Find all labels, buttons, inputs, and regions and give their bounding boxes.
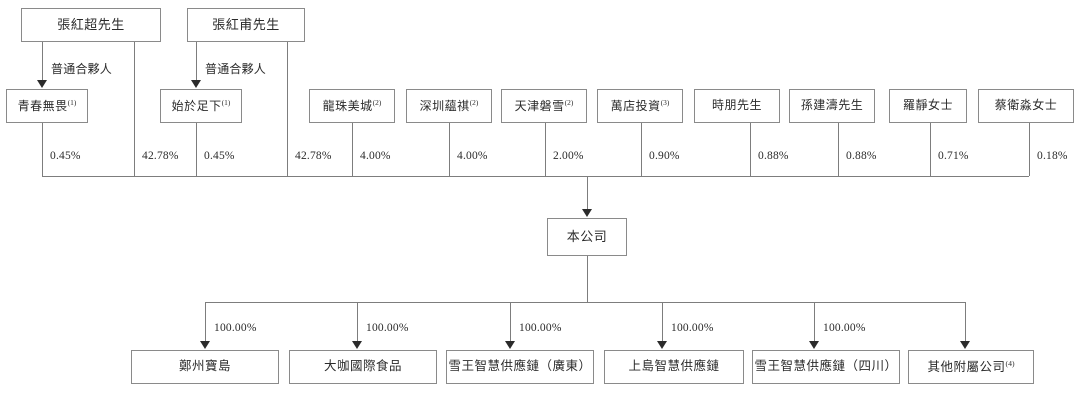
shareholder-box-qingchun-wuwei-label: 青春無畏(1) xyxy=(17,97,77,113)
shareholder-percent-shi-peng: 0.88% xyxy=(758,150,789,162)
shareholder-box-tianjin-panxue[interactable]: 天津磐雪(2) xyxy=(501,89,587,123)
shareholder-percent-shiyu-zuxia: 0.45% xyxy=(204,150,235,162)
partner-connector-zhang-hongfu xyxy=(196,42,197,81)
subsidiary-box-shangdao-supply-chain-label: 上島智慧供應鏈 xyxy=(628,359,720,374)
company-outbound-connector xyxy=(587,256,588,302)
partner-connector-zhang-hongchao xyxy=(42,42,43,81)
shareholder-percent-zhang-hongchao-direct: 42.78% xyxy=(142,150,179,162)
subsidiary-connector-xuewang-sichuan xyxy=(814,302,815,342)
shareholder-percent-cai-weimiao: 0.18% xyxy=(1037,150,1068,162)
shareholder-box-wandian-touzi-label: 萬店投資(3) xyxy=(610,97,670,113)
shareholder-box-shiyu-zuxia-label: 始於足下(1) xyxy=(171,97,231,113)
shareholder-box-shiyu-zuxia[interactable]: 始於足下(1) xyxy=(160,89,242,123)
founder-box-zhang-hongfu[interactable]: 張紅甫先生 xyxy=(187,8,305,42)
shareholder-connector-sun-jiantao xyxy=(838,123,839,176)
subsidiary-arrow-daka-international-food xyxy=(352,341,362,349)
subsidiary-percent-daka-international-food: 100.00% xyxy=(366,322,409,334)
shareholder-percent-sun-jiantao: 0.88% xyxy=(846,150,877,162)
company-box-label: 本公司 xyxy=(566,228,608,244)
shareholder-connector-shi-peng xyxy=(750,123,751,176)
company-inbound-connector xyxy=(587,176,588,210)
direct-holding-connector-zhang-hongfu xyxy=(287,42,288,176)
shareholder-box-tianjin-panxue-label: 天津磐雪(2) xyxy=(514,97,574,113)
shareholder-connector-qingchun-wuwei xyxy=(42,123,43,176)
subsidiary-connector-xuewang-guangdong xyxy=(510,302,511,342)
shareholder-box-wandian-touzi-footnote: (3) xyxy=(660,97,670,107)
subsidiary-connector-other-subsidiaries xyxy=(965,302,966,342)
subsidiary-box-xuewang-guangdong[interactable]: 雪王智慧供應鏈（廣東） xyxy=(446,350,594,384)
subsidiary-bus-line xyxy=(205,302,965,303)
shareholder-box-wandian-touzi[interactable]: 萬店投資(3) xyxy=(597,89,683,123)
shareholder-percent-zhang-hongfu-direct: 42.78% xyxy=(295,150,332,162)
subsidiary-arrow-xuewang-guangdong xyxy=(505,341,515,349)
subsidiary-box-daka-international-food[interactable]: 大咖國際食品 xyxy=(289,350,437,384)
partner-arrow-zhang-hongchao xyxy=(37,80,47,88)
shareholder-box-luo-jing[interactable]: 羅靜女士 xyxy=(889,89,967,123)
subsidiary-box-daka-international-food-label: 大咖國際食品 xyxy=(323,359,402,374)
shareholder-box-shi-peng[interactable]: 時朋先生 xyxy=(694,89,780,123)
shareholder-box-qingchun-wuwei-footnote: (1) xyxy=(67,97,77,107)
shareholder-box-shenzhen-yunqi-footnote: (2) xyxy=(469,97,479,107)
shareholder-box-luo-jing-label: 羅靜女士 xyxy=(902,98,953,113)
subsidiary-box-xuewang-guangdong-label: 雪王智慧供應鏈（廣東） xyxy=(448,359,592,374)
shareholder-percent-longzhu-meicheng: 4.00% xyxy=(360,150,391,162)
subsidiary-connector-zhengzhou-baodao xyxy=(205,302,206,342)
shareholder-percent-wandian-touzi: 0.90% xyxy=(649,150,680,162)
shareholder-box-qingchun-wuwei[interactable]: 青春無畏(1) xyxy=(6,89,88,123)
shareholder-box-tianjin-panxue-footnote: (2) xyxy=(564,97,574,107)
subsidiary-connector-daka-international-food xyxy=(357,302,358,342)
shareholder-box-cai-weimiao[interactable]: 蔡衛淼女士 xyxy=(978,89,1074,123)
direct-holding-connector-zhang-hongchao xyxy=(134,42,135,176)
shareholder-connector-shiyu-zuxia xyxy=(196,123,197,176)
shareholder-bus-line xyxy=(42,176,1029,177)
shareholder-connector-tianjin-panxue xyxy=(545,123,546,176)
subsidiary-arrow-other-subsidiaries xyxy=(960,341,970,349)
shareholder-connector-luo-jing xyxy=(930,123,931,176)
shareholder-box-longzhu-meicheng[interactable]: 龍珠美城(2) xyxy=(309,89,395,123)
shareholder-connector-wandian-touzi xyxy=(641,123,642,176)
company-box[interactable]: 本公司 xyxy=(547,218,627,256)
founder-box-zhang-hongchao[interactable]: 張紅超先生 xyxy=(21,8,161,42)
shareholder-box-shenzhen-yunqi[interactable]: 深圳蘊祺(2) xyxy=(406,89,492,123)
shareholder-box-shenzhen-yunqi-label: 深圳蘊祺(2) xyxy=(419,97,479,113)
subsidiary-percent-zhengzhou-baodao: 100.00% xyxy=(214,322,257,334)
subsidiary-box-other-subsidiaries[interactable]: 其他附屬公司(4) xyxy=(908,350,1034,384)
founder-box-zhang-hongfu-label: 張紅甫先生 xyxy=(212,16,280,32)
shareholder-box-longzhu-meicheng-label: 龍珠美城(2) xyxy=(322,97,382,113)
subsidiary-box-zhengzhou-baodao-label: 鄭州寶島 xyxy=(178,359,231,374)
subsidiary-arrow-zhengzhou-baodao xyxy=(200,341,210,349)
subsidiary-box-zhengzhou-baodao[interactable]: 鄭州寶島 xyxy=(131,350,279,384)
subsidiary-percent-shangdao-supply-chain: 100.00% xyxy=(671,322,714,334)
shareholder-box-shi-peng-label: 時朋先生 xyxy=(711,98,762,113)
shareholder-box-longzhu-meicheng-footnote: (2) xyxy=(372,97,382,107)
shareholder-connector-cai-weimiao xyxy=(1029,123,1030,176)
subsidiary-box-other-subsidiaries-footnote: (4) xyxy=(1005,358,1015,368)
subsidiary-percent-xuewang-sichuan: 100.00% xyxy=(823,322,866,334)
shareholder-connector-longzhu-meicheng xyxy=(352,123,353,176)
founder-box-zhang-hongchao-label: 張紅超先生 xyxy=(57,16,125,32)
shareholder-box-shiyu-zuxia-footnote: (1) xyxy=(221,97,231,107)
subsidiary-connector-shangdao-supply-chain xyxy=(662,302,663,342)
subsidiary-box-other-subsidiaries-label: 其他附屬公司(4) xyxy=(927,358,1015,374)
subsidiary-arrow-shangdao-supply-chain xyxy=(657,341,667,349)
partner-role-label-1: 普通合夥人 xyxy=(51,62,113,76)
partner-arrow-zhang-hongfu xyxy=(191,80,201,88)
shareholder-percent-qingchun-wuwei: 0.45% xyxy=(50,150,81,162)
shareholder-box-sun-jiantao-label: 孫建濤先生 xyxy=(800,98,864,113)
subsidiary-percent-xuewang-guangdong: 100.00% xyxy=(519,322,562,334)
shareholder-percent-shenzhen-yunqi: 4.00% xyxy=(457,150,488,162)
shareholder-connector-shenzhen-yunqi xyxy=(449,123,450,176)
shareholder-box-cai-weimiao-label: 蔡衛淼女士 xyxy=(994,98,1058,113)
shareholder-percent-tianjin-panxue: 2.00% xyxy=(553,150,584,162)
subsidiary-box-xuewang-sichuan-label: 雪王智慧供應鏈（四川） xyxy=(754,359,898,374)
subsidiary-box-shangdao-supply-chain[interactable]: 上島智慧供應鏈 xyxy=(604,350,744,384)
company-inbound-arrow xyxy=(582,209,592,217)
subsidiary-arrow-xuewang-sichuan xyxy=(809,341,819,349)
partner-role-label-2: 普通合夥人 xyxy=(205,62,267,76)
subsidiary-box-xuewang-sichuan[interactable]: 雪王智慧供應鏈（四川） xyxy=(752,350,900,384)
shareholder-box-sun-jiantao[interactable]: 孫建濤先生 xyxy=(789,89,875,123)
shareholder-percent-luo-jing: 0.71% xyxy=(938,150,969,162)
